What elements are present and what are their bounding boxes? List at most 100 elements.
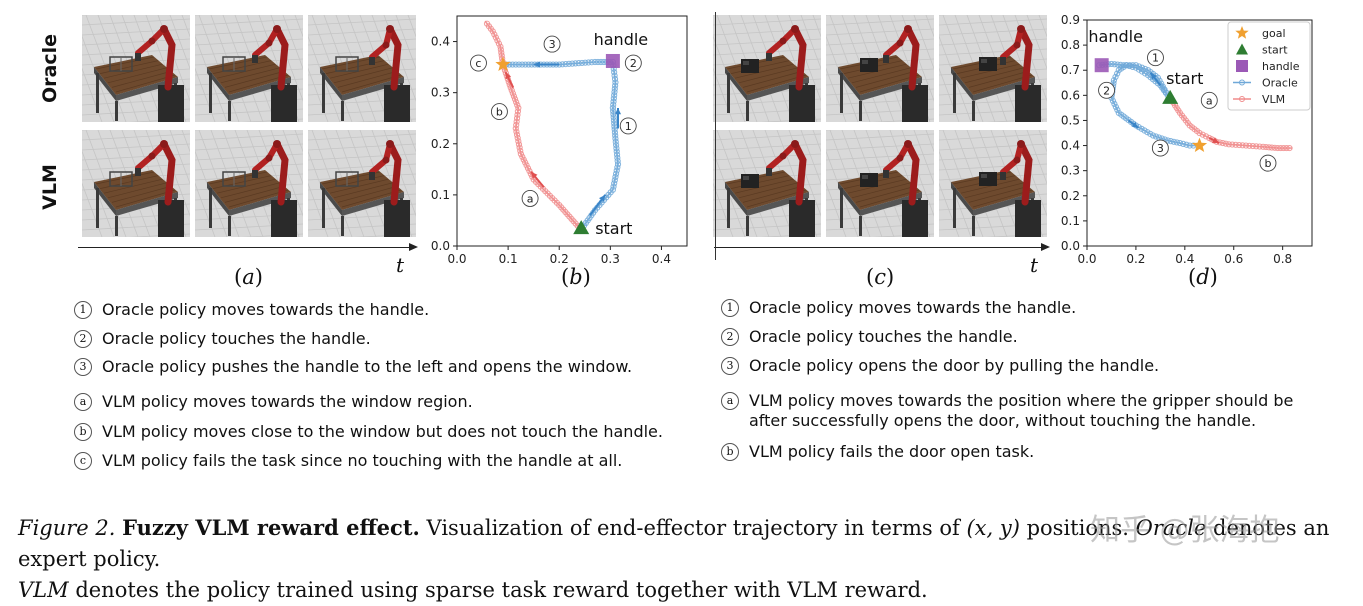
step-marker-3: 3 <box>721 357 739 375</box>
legend-entry-start: start <box>1262 44 1288 57</box>
y-tick-label: 0.5 <box>1061 113 1080 127</box>
legend-text: VLM policy fails the task since no touch… <box>102 451 623 470</box>
legend-text: Oracle policy moves towards the handle. <box>102 300 430 319</box>
legend-entry-oracle: Oracle <box>1262 77 1298 90</box>
legend-text: VLM policy moves towards the window regi… <box>102 392 473 411</box>
series-point <box>508 87 515 94</box>
legend-text: Oracle policy moves towards the handle. <box>749 298 1077 317</box>
svg-text:1: 1 <box>625 120 632 133</box>
legend-text: VLM policy moves close to the window but… <box>102 422 663 441</box>
legend-text: VLM policy fails the door open task. <box>749 442 1035 461</box>
direction-arrowhead <box>1150 72 1157 80</box>
robot-frame <box>826 130 934 237</box>
direction-arrowhead <box>614 108 622 115</box>
series-point <box>1138 64 1146 71</box>
step-marker-b: b <box>1259 154 1277 172</box>
caption-text-1: Visualization of end-effector trajectory… <box>426 516 960 540</box>
direction-arrowhead <box>1131 121 1139 128</box>
step-marker-a: a <box>521 190 539 207</box>
svg-text:a: a <box>527 192 534 205</box>
goal-marker <box>1191 137 1208 152</box>
y-tick-label: 0.7 <box>1061 63 1080 77</box>
series-point <box>1199 131 1206 138</box>
series-point <box>1109 97 1117 104</box>
x-tick-label: 0.0 <box>447 252 466 265</box>
annotation-start: start <box>1166 69 1203 88</box>
series-point <box>483 20 491 27</box>
svg-text:3: 3 <box>1157 142 1164 155</box>
robot-frame <box>713 15 821 122</box>
series-point <box>1152 133 1160 140</box>
step-marker-2: 2 <box>624 54 642 72</box>
series-point <box>494 37 501 44</box>
series-point <box>1149 132 1157 139</box>
svg-text:2: 2 <box>630 57 637 70</box>
step-marker-2: 2 <box>1098 81 1116 99</box>
x-tick-label: 0.4 <box>1175 252 1194 265</box>
x-tick-label: 0.4 <box>652 252 671 265</box>
robot-frame <box>195 130 303 237</box>
step-marker-b: b <box>74 423 92 441</box>
y-tick-label: 0.4 <box>1061 139 1080 153</box>
step-marker-1: 1 <box>619 117 637 135</box>
caption-oracle: Oracle <box>1135 516 1207 540</box>
series-point <box>1111 100 1118 107</box>
legend-item-c: c VLM policy fails the task since no touc… <box>74 451 694 471</box>
step-marker-b: b <box>721 443 739 461</box>
series-point <box>507 84 514 91</box>
y-tick-label: 0.8 <box>1061 38 1080 52</box>
x-tick-label: 0.8 <box>1273 252 1292 265</box>
robot-frame <box>713 130 821 237</box>
time-axis-label-left: t <box>396 253 405 277</box>
subpanel-label-a: (a) <box>234 265 263 289</box>
x-tick-label: 0.0 <box>1077 252 1096 265</box>
y-tick-label: 0.2 <box>431 137 450 151</box>
legend-entry-goal: goal <box>1262 27 1286 40</box>
robot-frame <box>939 15 1047 122</box>
robot-frame <box>82 15 190 122</box>
y-tick-label: 0.3 <box>1061 164 1080 178</box>
y-tick-label: 0.6 <box>1061 88 1080 102</box>
y-tick-label: 0.4 <box>431 35 450 49</box>
series-point <box>514 101 521 109</box>
x-tick-label: 0.2 <box>1126 252 1145 265</box>
robot-frame <box>308 130 416 237</box>
x-tick-label: 0.2 <box>550 252 569 265</box>
annotation-start: start <box>595 219 632 238</box>
step-marker-3: 3 <box>543 35 561 53</box>
series-vlm-line <box>484 20 581 229</box>
step-marker-3: 3 <box>74 358 92 376</box>
series-point <box>1114 106 1121 113</box>
series-point <box>1114 70 1121 77</box>
step-marker-2: 2 <box>721 328 739 346</box>
y-tick-label: 0.3 <box>431 86 450 100</box>
svg-text:3: 3 <box>549 38 556 51</box>
subpanel-label-d: (d) <box>1188 265 1218 289</box>
handle-marker <box>1094 58 1109 73</box>
start-marker <box>573 220 590 235</box>
x-tick-label: 0.3 <box>601 252 620 265</box>
robot-frame <box>939 130 1047 237</box>
robot-frame <box>308 15 416 122</box>
y-tick-label: 0.9 <box>1061 13 1080 27</box>
series-point <box>510 93 518 100</box>
goal-marker <box>495 56 511 71</box>
svg-text:a: a <box>1206 94 1213 107</box>
robot-frame <box>195 15 303 122</box>
direction-arrowhead <box>531 171 538 179</box>
time-axis-left <box>78 247 410 248</box>
svg-text:c: c <box>475 57 481 70</box>
time-axis-right <box>714 247 1042 248</box>
subpanel-label-c: (c) <box>866 265 895 289</box>
legend-text: VLM policy moves towards the position wh… <box>749 391 1294 430</box>
panel-divider <box>715 12 716 260</box>
step-marker-c: c <box>74 452 92 470</box>
